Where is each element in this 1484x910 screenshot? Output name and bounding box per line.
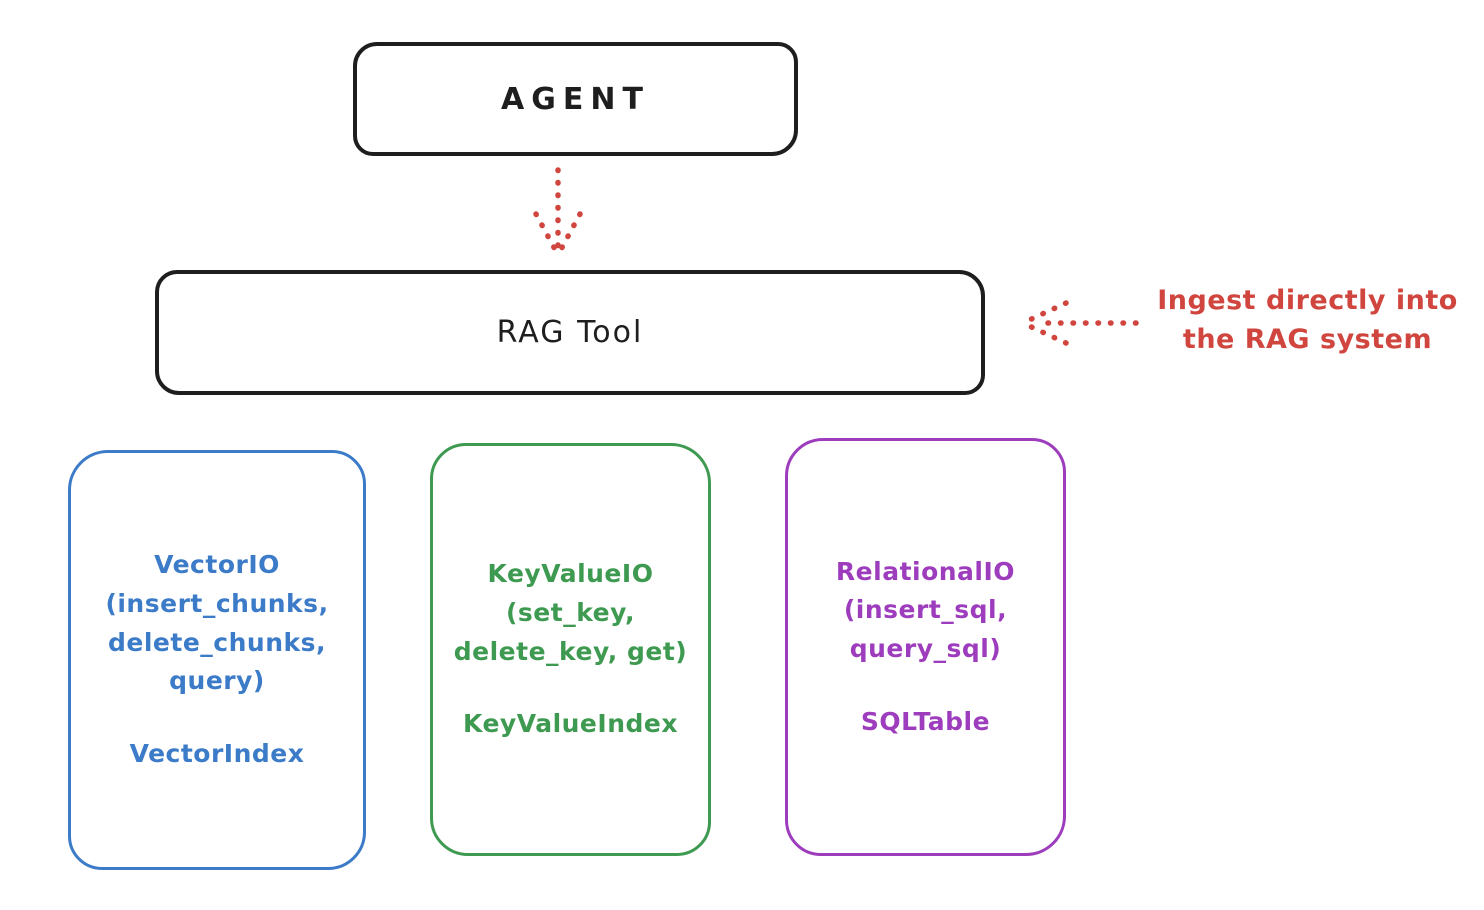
vector-io-title: VectorIO (insert_chunks, delete_chunks, … [105, 550, 329, 696]
ingest-annotation-text: Ingest directly into the RAG system [1140, 281, 1475, 359]
relational-io-card: RelationalIO (insert_sql, query_sql) SQL… [785, 438, 1066, 856]
vector-index-label: VectorIndex [129, 739, 305, 769]
agent-label: AGENT [501, 81, 650, 117]
rag-tool-label: RAG Tool [496, 315, 644, 350]
key-value-io-title: KeyValueIO (set_key, delete_key, get) [453, 559, 688, 666]
sql-table-label: SQLTable [860, 706, 991, 736]
agent-to-rag-arrow-icon [533, 167, 583, 256]
ingest-annotation-arrow-icon [1022, 300, 1139, 346]
key-value-index-label: KeyValueIndex [463, 709, 678, 739]
key-value-io-card: KeyValueIO (set_key, delete_key, get) Ke… [430, 443, 711, 856]
agent-box: AGENT [353, 42, 798, 156]
ingest-annotation-line1: Ingest directly into [1157, 285, 1458, 316]
vector-io-card: VectorIO (insert_chunks, delete_chunks, … [68, 450, 366, 870]
ingest-annotation-line2: the RAG system [1182, 324, 1433, 356]
relational-io-title: RelationalIO (insert_sql, query_sql) [835, 556, 1016, 664]
rag-tool-box: RAG Tool [155, 270, 985, 395]
